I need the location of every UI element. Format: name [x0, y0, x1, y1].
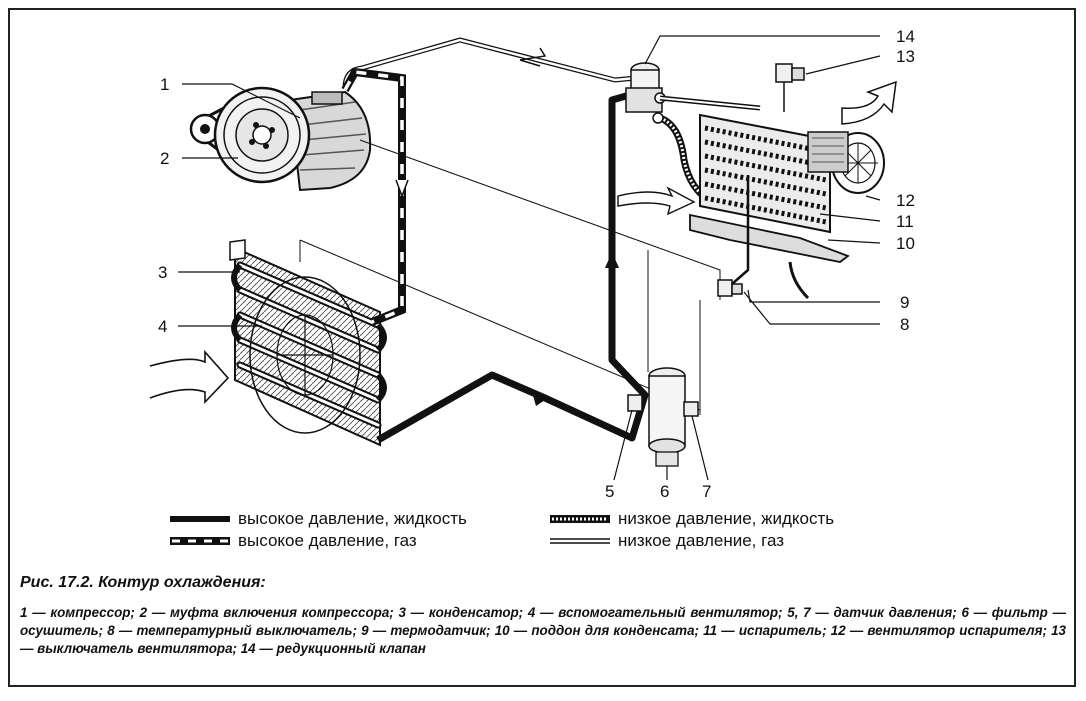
callout-5: 5 — [605, 482, 614, 501]
callout-13: 13 — [896, 47, 915, 66]
callout-4: 4 — [158, 317, 167, 336]
callout-2: 2 — [160, 149, 169, 168]
evaporator-air-arrow — [617, 186, 696, 216]
figure-frame — [8, 8, 1076, 687]
callout-11: 11 — [896, 212, 914, 231]
evaporator-fan — [807, 131, 885, 194]
legend-low-gas: низкое давление, газ — [550, 530, 784, 552]
legend-high-liquid: высокое давление, жидкость — [170, 508, 467, 530]
pressure-sensor-5 — [627, 394, 643, 412]
airflow-arrow — [149, 349, 230, 404]
legend-high-gas-label: высокое давление, газ — [238, 531, 417, 550]
condenser — [229, 239, 387, 447]
condensate-tray — [689, 213, 850, 300]
high-pressure-gas-line — [341, 67, 409, 326]
legend-dashed-line-icon — [170, 537, 230, 545]
filter-dryer — [648, 367, 686, 467]
reducing-valve — [625, 62, 666, 124]
callout-8: 8 — [900, 315, 909, 334]
legend-high-liquid-label: высокое давление, жидкость — [238, 509, 467, 528]
fan-switch — [775, 63, 805, 112]
legend-double-line-icon — [550, 538, 610, 544]
leader-lines — [178, 35, 881, 481]
pressure-sensor-7 — [683, 401, 699, 417]
callout-14: 14 — [896, 27, 915, 46]
compressor-clutch — [213, 86, 311, 184]
evaporator — [659, 95, 831, 234]
legend-solid-line-icon — [170, 516, 230, 522]
callout-10: 10 — [896, 234, 915, 253]
caption-body: 1 — компрессор; 2 — муфта включения комп… — [20, 605, 1066, 656]
callout-6: 6 — [660, 482, 669, 501]
legend-high-gas: высокое давление, газ — [170, 530, 417, 552]
callout-7: 7 — [702, 482, 711, 501]
legend-low-liquid: низкое давление, жидкость — [550, 508, 834, 530]
line-legend: высокое давление, жидкость высокое давле… — [170, 508, 930, 554]
callout-9: 9 — [900, 293, 909, 312]
callout-numbers: 1 2 3 4 5 6 7 8 9 10 11 12 13 14 — [158, 27, 915, 501]
temperature-switch — [717, 175, 750, 297]
legend-dotted-line-icon — [550, 515, 610, 523]
high-pressure-liquid-line — [376, 88, 649, 444]
auxiliary-fan — [249, 276, 361, 434]
callout-3: 3 — [158, 263, 167, 282]
cool-air-arrow — [841, 80, 897, 125]
legend-low-gas-label: низкое давление, газ — [618, 531, 784, 550]
callout-1: 1 — [160, 75, 169, 94]
cooling-circuit-diagram: 1 2 3 4 5 6 7 8 9 10 11 12 13 14 — [149, 27, 915, 501]
figure-caption: Рис. 17.2. Контур охлаждения: 1 — компре… — [20, 574, 1066, 658]
compressor — [189, 86, 372, 192]
callout-12: 12 — [896, 191, 915, 210]
caption-title: Рис. 17.2. Контур охлаждения: — [20, 574, 266, 591]
legend-low-liquid-label: низкое давление, жидкость — [618, 509, 835, 528]
